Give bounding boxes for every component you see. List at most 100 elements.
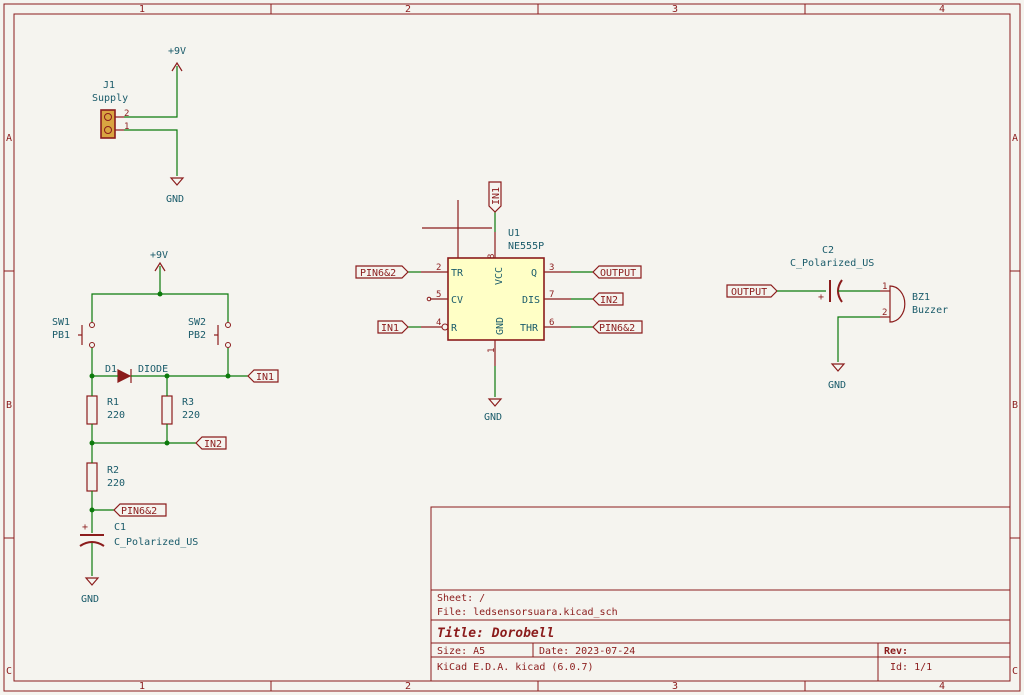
j1-ref: J1 bbox=[103, 80, 115, 91]
tb-date: Date: 2023-07-24 bbox=[539, 646, 635, 657]
gnd-symbol-c1: GND bbox=[81, 577, 100, 605]
label-in1-r: IN1 bbox=[377, 320, 409, 334]
row-b-left: B bbox=[6, 400, 12, 411]
col-1-top: 1 bbox=[139, 4, 145, 15]
tb-file: File: ledsensorsuara.kicad_sch bbox=[437, 607, 618, 618]
sw1-pushbutton[interactable]: SW1 PB1 bbox=[52, 317, 95, 348]
tb-rev: Rev: bbox=[884, 646, 908, 657]
c1-value: C_Polarized_US bbox=[114, 537, 198, 548]
svg-text:GND: GND bbox=[166, 194, 184, 205]
svg-text:TR: TR bbox=[451, 268, 464, 279]
svg-text:PIN6&2: PIN6&2 bbox=[599, 323, 635, 334]
sheet-border: 1 2 3 4 1 2 3 4 A B C A B C bbox=[3, 3, 1021, 692]
gnd-symbol-u1: GND bbox=[484, 398, 503, 423]
col-2-top: 2 bbox=[405, 4, 411, 15]
col-1-bottom: 1 bbox=[139, 681, 145, 692]
row-a-right: A bbox=[1012, 133, 1018, 144]
tb-size: Size: A5 bbox=[437, 646, 485, 657]
svg-text:+9V: +9V bbox=[150, 250, 168, 261]
u1-ne555p[interactable]: U1 NE555P 2 TR 5 CV 4 R 8 VCC 1 GND 3 Q … bbox=[421, 200, 571, 366]
d1-value: DIODE bbox=[138, 364, 168, 375]
col-2-bottom: 2 bbox=[405, 681, 411, 692]
svg-text:IN2: IN2 bbox=[204, 439, 222, 450]
gnd-symbol-bz1: GND bbox=[828, 363, 846, 391]
svg-text:5: 5 bbox=[436, 290, 441, 300]
svg-text:6: 6 bbox=[549, 318, 554, 328]
u1-value: NE555P bbox=[508, 241, 544, 252]
svg-text:CV: CV bbox=[451, 295, 463, 306]
label-pin62-tr: PIN6&2 bbox=[355, 265, 409, 279]
j1-connector[interactable]: 2 1 J1 Supply bbox=[92, 80, 129, 139]
svg-text:PIN6&2: PIN6&2 bbox=[121, 506, 157, 517]
svg-text:VCC: VCC bbox=[494, 267, 505, 285]
label-in1-left: IN1 bbox=[247, 369, 279, 383]
label-in1-vcc: IN1 bbox=[488, 181, 502, 213]
row-c-right: C bbox=[1012, 666, 1018, 677]
svg-text:OUTPUT: OUTPUT bbox=[600, 268, 636, 279]
r3-value: 220 bbox=[182, 410, 200, 421]
col-3-bottom: 3 bbox=[672, 681, 678, 692]
svg-text:7: 7 bbox=[549, 290, 554, 300]
svg-text:PIN6&2: PIN6&2 bbox=[360, 268, 396, 279]
r2-resistor[interactable]: R2 220 bbox=[86, 462, 125, 492]
sw2-ref: SW2 bbox=[188, 317, 206, 328]
svg-text:GND: GND bbox=[828, 380, 846, 391]
svg-text:DIS: DIS bbox=[522, 295, 540, 306]
u1-ref: U1 bbox=[508, 228, 520, 239]
svg-text:8: 8 bbox=[487, 254, 497, 259]
bz1-pin1: 1 bbox=[882, 282, 887, 292]
label-pin62-left: PIN6&2 bbox=[113, 503, 167, 517]
row-a-left: A bbox=[6, 133, 12, 144]
sw2-pushbutton[interactable]: SW2 PB2 bbox=[188, 317, 231, 348]
col-4-bottom: 4 bbox=[939, 681, 945, 692]
r1-resistor[interactable]: R1 220 bbox=[86, 395, 125, 425]
label-in2-left: IN2 bbox=[195, 436, 227, 450]
tb-id: Id: 1/1 bbox=[890, 662, 932, 673]
j1-pin2: 2 bbox=[124, 109, 129, 119]
c1-ref: C1 bbox=[114, 522, 126, 533]
vcc-symbol-left: +9V bbox=[150, 250, 168, 272]
tb-tool: KiCad E.D.A. kicad (6.0.7) bbox=[437, 662, 594, 673]
bz1-ref: BZ1 bbox=[912, 292, 930, 303]
svg-text:+9V: +9V bbox=[168, 46, 186, 57]
tb-sheet: Sheet: / bbox=[437, 593, 485, 604]
row-c-left: C bbox=[6, 666, 12, 677]
r2-ref: R2 bbox=[107, 465, 119, 476]
svg-text:GND: GND bbox=[81, 594, 99, 605]
vcc-symbol-j1: +9V bbox=[168, 46, 186, 72]
svg-text:3: 3 bbox=[549, 263, 554, 273]
svg-text:4: 4 bbox=[436, 318, 441, 328]
r1-value: 220 bbox=[107, 410, 125, 421]
svg-text:+: + bbox=[818, 292, 824, 303]
bz1-pin2: 2 bbox=[882, 308, 887, 318]
d1-ref: D1 bbox=[105, 364, 117, 375]
bz1-buzzer[interactable]: 1 2 BZ1 Buzzer bbox=[880, 282, 948, 323]
r3-ref: R3 bbox=[182, 397, 194, 408]
j1-value: Supply bbox=[92, 93, 128, 104]
c2-ref: C2 bbox=[822, 245, 834, 256]
c1-capacitor[interactable]: + C1 C_Polarized_US bbox=[79, 522, 198, 548]
svg-text:Q: Q bbox=[531, 268, 537, 279]
bz1-value: Buzzer bbox=[912, 305, 948, 316]
svg-text:GND: GND bbox=[484, 412, 502, 423]
r3-resistor[interactable]: R3 220 bbox=[161, 395, 200, 425]
svg-text:+: + bbox=[82, 522, 88, 533]
svg-text:IN1: IN1 bbox=[381, 323, 399, 334]
row-b-right: B bbox=[1012, 400, 1018, 411]
svg-text:IN2: IN2 bbox=[600, 295, 618, 306]
col-4-top: 4 bbox=[939, 4, 945, 15]
sw1-ref: SW1 bbox=[52, 317, 70, 328]
c2-capacitor[interactable]: + C2 C_Polarized_US bbox=[790, 245, 874, 303]
label-output-c2: OUTPUT bbox=[726, 284, 778, 298]
svg-text:IN1: IN1 bbox=[491, 187, 502, 205]
d1-diode[interactable]: D1 DIODE bbox=[105, 364, 168, 383]
c2-value: C_Polarized_US bbox=[790, 258, 874, 269]
col-3-top: 3 bbox=[672, 4, 678, 15]
title-block: Sheet: / File: ledsensorsuara.kicad_sch … bbox=[430, 506, 1011, 682]
j1-pin1: 1 bbox=[124, 122, 129, 132]
label-pin62-thr: PIN6&2 bbox=[592, 320, 643, 334]
svg-text:1: 1 bbox=[487, 348, 497, 353]
svg-text:GND: GND bbox=[495, 317, 506, 335]
tb-title: Title: Dorobell bbox=[437, 626, 554, 641]
